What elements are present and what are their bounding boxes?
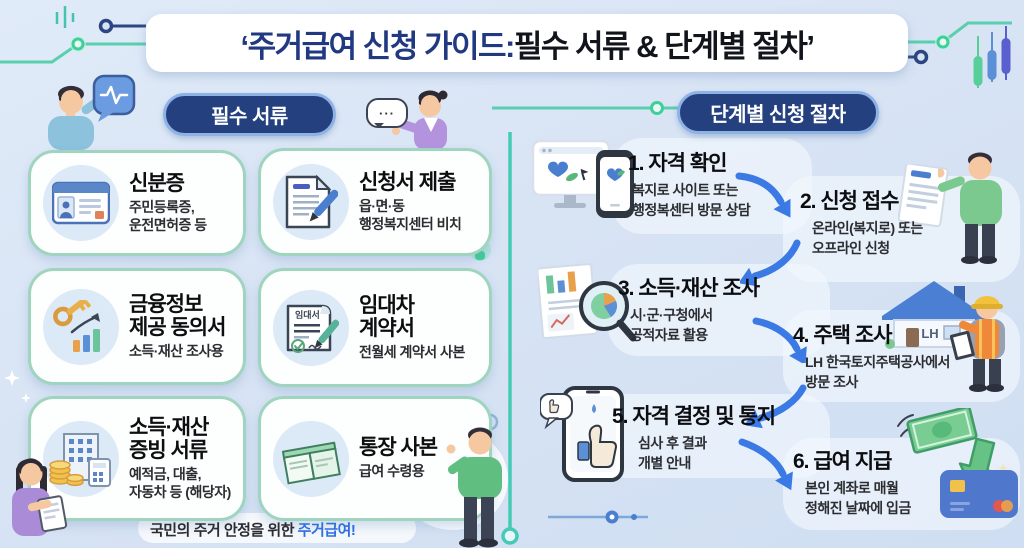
footer-text: 국민의 주거 안정을 위한 [150,522,298,539]
step-1: 1. 자격 확인 복지로 사이트 또는 행정복센터 방문 상담 [628,147,751,220]
step-2: 2. 신청 접수 온라인(복지로) 또는 오프라인 신청 [800,185,923,258]
arrow-step5-to-step6 [738,438,793,490]
step-title: 자격 결정 및 통지 [632,405,776,428]
step-subtitle: LH 한국토지주택공사에서 방문 조사 [805,354,950,390]
card-title: 통장 사본 [359,436,438,460]
step-number: 2. [800,190,816,213]
arrow-step4-to-step5 [746,384,807,428]
candlestick-bars-decoration [973,26,1011,88]
application-form-pen-icon [285,174,338,229]
step-subtitle: 시·군·구청에서 공적자료 활용 [630,307,713,343]
circuit-line-right [906,21,1012,44]
step-procedure-header-label: 단계별 신청 절차 [710,104,846,126]
step-3: 3. 소득·재산 조사 시·군·구청에서 공적자료 활용 [618,272,760,345]
title-part-navy: ‘주거급여 신청 가이드: [240,28,516,64]
ellipsis-speech-bubble: ··· [366,98,408,128]
building-coins-calculator-icon [49,432,111,487]
arrow-step3-to-step4 [752,317,807,363]
man-character-bottom-center [446,427,502,548]
card-bankbook: 통장 사본 급여 수령용 [258,396,492,521]
card-title: 임대차 계약서 [359,293,415,340]
step-subtitle: 온라인(복지로) 또는 오프라인 신청 [812,220,923,256]
step-4: 4. 주택 조사 LH 한국토지주택공사에서 방문 조사 [793,319,950,392]
step-number: 4. [793,324,809,347]
monitor-phone-welfare-icon [532,140,634,218]
bankbook-icon [281,441,341,484]
key-bar-chart-icon [53,299,100,352]
step-title: 자격 확인 [648,152,727,175]
step-subtitle: 복지로 사이트 또는 행정복센터 방문 상담 [632,182,751,218]
lease-contract-pen-icon: 임대서 [286,304,339,353]
ellipsis-text: ··· [379,105,395,121]
step-title: 소득·재산 조사 [638,277,760,300]
card-subtitle: 소득·재산 조사용 [129,343,224,359]
phone-thumbs-up-icon [540,386,624,482]
card-financial-consent: 금융정보 제공 동의서 소득·재산 조사용 [28,268,246,385]
step-number: 1. [628,152,644,175]
step-subtitle: 본인 계좌로 매월 정해진 날짜에 입금 [805,480,911,516]
footer-caption: 국민의 주거 안정을 위한 주거급여! [150,519,356,540]
money-deposit-card-icon [897,408,1018,518]
card-subtitle: 주민등록증, 운전면허증 등 [129,198,207,234]
step1-blob [612,138,812,234]
application-document-icon [898,164,949,228]
house-lh-label: LH [921,326,938,341]
required-docs-header-label: 필수 서류 [211,106,288,128]
card-title: 금융정보 제공 동의서 [129,292,226,339]
card-id: 신분증 주민등록증, 운전면허증 등 [28,150,246,256]
documents-magnifier-pie-icon [538,263,637,342]
man-character-step2 [938,152,1002,264]
step-title: 신청 접수 [820,190,899,213]
card-subtitle: 예적금, 대출, 자동차 등 (해당자) [129,465,231,501]
step-5: 5. 자격 결정 및 통지 심사 후 결과 개별 안내 [612,400,776,473]
step-title: 주택 조사 [813,324,892,347]
card-lease-contract: 임대서 임대차 계약서 전월세 계약서 사본 [258,268,492,387]
step-6: 6. 급여 지급 본인 계좌로 매월 정해진 날짜에 입금 [793,445,911,518]
step-number: 3. [618,277,634,300]
arrow-step1-to-step2 [735,172,791,218]
step-procedure-header: 단계별 신청 절차 [677,91,879,134]
required-docs-header: 필수 서류 [163,93,336,136]
title-part-dark: 필수 서류 & 단계별 절차’ [513,28,815,64]
card-title: 신분증 [129,171,185,195]
pulse-speech-bubble-icon [92,74,136,122]
footer-highlight: 주거급여! [297,522,356,539]
title-banner: ‘주거급여 신청 가이드: 필수 서류 & 단계별 절차’ [146,14,908,72]
card-subtitle: 읍·면·동 행정복지센터 비치 [359,197,462,233]
card-income-proof: 소득·재산 증빙 서류 예적금, 대출, 자동차 등 (해당자) [28,396,246,521]
card-title: 소득·재산 증빙 서류 [129,415,209,462]
step-number: 6. [793,450,809,473]
card-subtitle: 전월세 계약서 사본 [359,344,465,360]
step-number: 5. [612,405,628,428]
woman-character-bottom-left [12,458,68,536]
inspector-character-step4 [950,296,1005,392]
step-title: 급여 지급 [813,450,892,473]
arrow-step2-to-step3 [740,239,801,286]
step-subtitle: 심사 후 결과 개별 안내 [638,435,707,471]
card-application: 신청서 제출 읍·면·동 행정복지센터 비치 [258,148,492,256]
circuit-line-left [0,42,146,64]
card-title: 신청서 제출 [359,170,456,194]
lease-doc-label: 임대서 [295,309,320,320]
card-subtitle: 급여 수령용 [359,463,425,480]
id-card-icon [52,181,110,225]
